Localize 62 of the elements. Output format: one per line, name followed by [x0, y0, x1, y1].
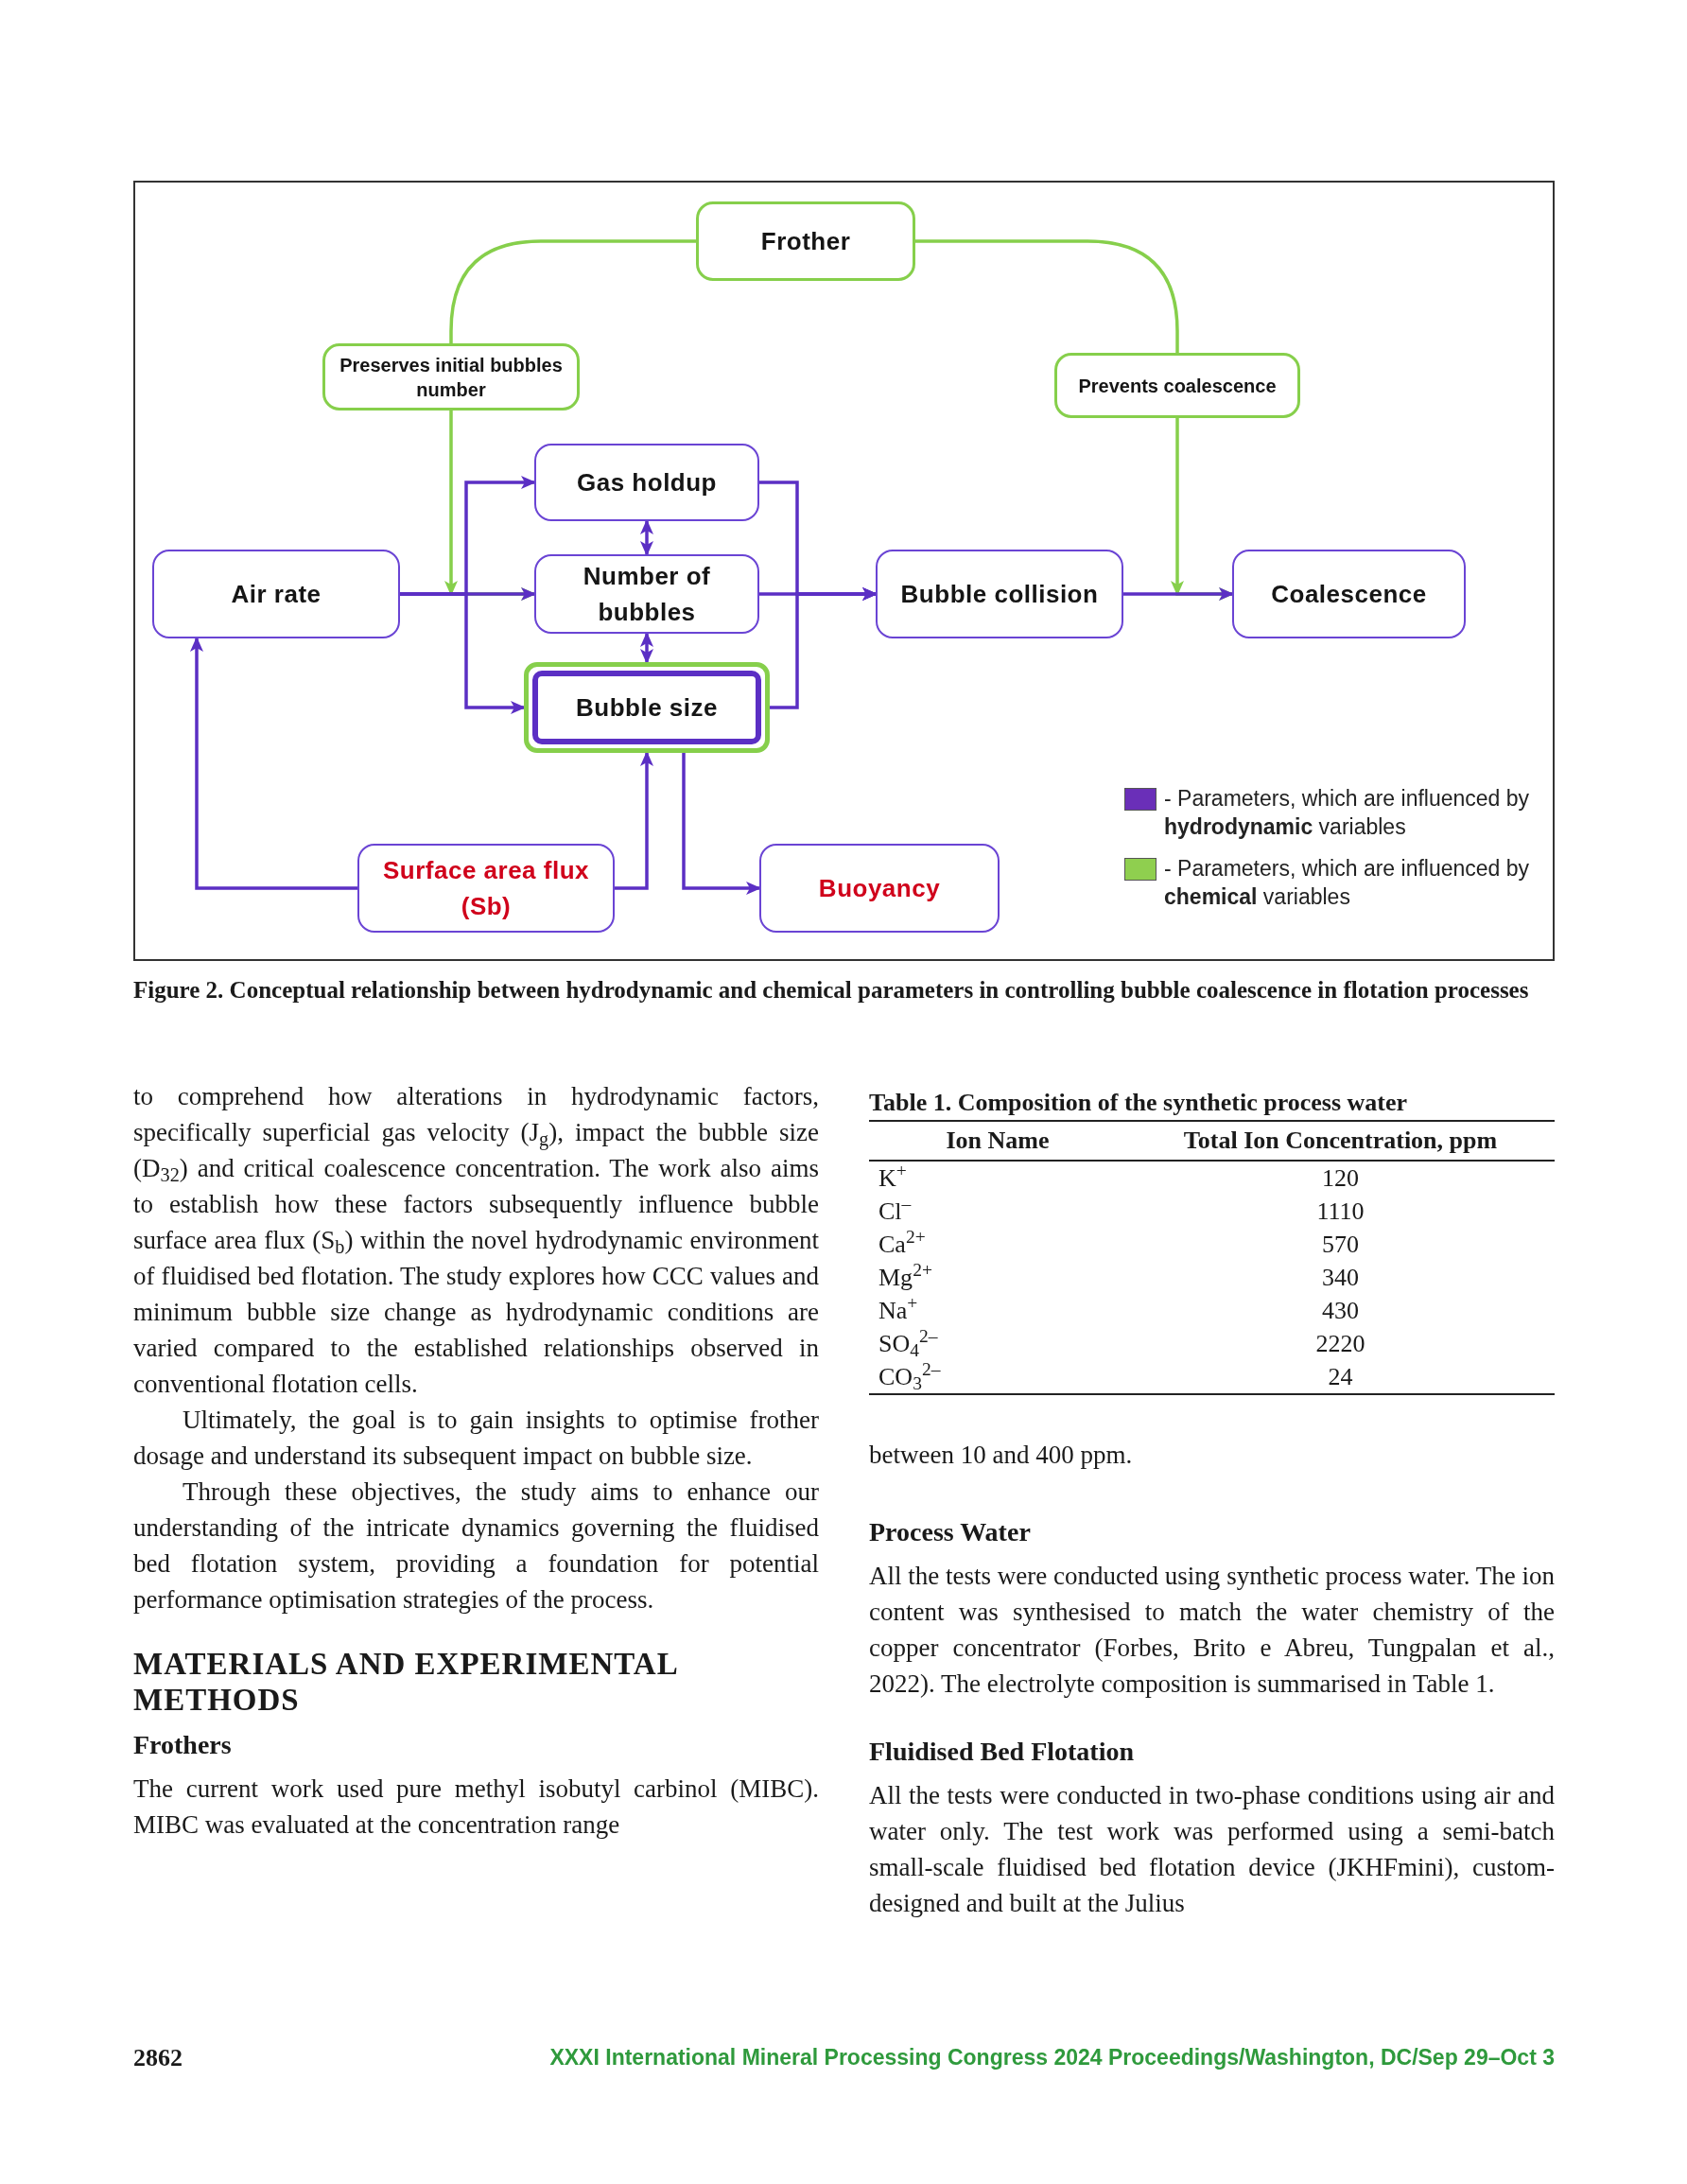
process-box	[534, 444, 759, 521]
ion-name: Mg$^{2+}$	[878, 1261, 933, 1293]
arrow	[190, 637, 357, 890]
node-label: Coalescence	[1270, 579, 1428, 610]
section-heading: MATERIALS AND EXPERIMENTAL METHODS	[133, 1646, 678, 1718]
process-box	[357, 844, 615, 933]
concentration-value: 1110	[1315, 1197, 1365, 1227]
body-paragraph: The current work used pure methyl isobutyl carbinol (MIBC). MIBC was evaluated at the concentration range	[133, 1773, 819, 1841]
node-label: Gas holdup	[576, 467, 718, 498]
subsection-heading: Frothers	[133, 1729, 233, 1761]
process-box	[152, 550, 400, 638]
arrow	[1123, 587, 1234, 601]
legend-text: - Parameters, which are influenced by hydrodynamic variables	[1164, 785, 1531, 841]
process-box	[759, 844, 1000, 933]
node-label: Preserves initial bubbles number	[339, 353, 564, 402]
body-paragraph: All the tests were conducted using synthetic process water. The ion content was synthesised to match the water chemistry of the copper concentrator (Forbes, Brito e Abreu, Tungpalan et al., 2022). The electrolyte composition is summarised in Table 1.	[869, 1561, 1555, 1700]
arrow	[640, 519, 653, 556]
column-header: Total Ion Concentration, ppm	[1126, 1121, 1555, 1161]
ion-name: Na$^{+}$	[878, 1294, 919, 1326]
connector-line	[449, 239, 696, 343]
node-label: Surface area flux (Sb)	[381, 855, 591, 922]
highlighted-box	[524, 662, 770, 753]
subsection-heading: Fluidised Bed Flotation	[869, 1736, 1136, 1768]
subsection-heading: Process Water	[869, 1516, 1032, 1548]
body-paragraph: to comprehend how alterations in hydrodynamic factors, specifically superficial gas velocity (J$_{g}$), impact the bubble size (D$_{32}$) and critical coalescence concentration. The work also aims to establish how these factors subsequently influence bubble surface area flux (S$_{b}$) within the novel hydrodynamic environment of fluidised bed flotation. The study explores how CCC values and minimum bubble size change as hydrodynamic conditions are varied compared to the established relationships observed in conventional flotation cells.	[133, 1081, 819, 1400]
node-label: Buoyancy	[817, 873, 942, 904]
arrow	[682, 753, 761, 895]
concentration-value: 340	[1321, 1263, 1360, 1293]
process-box	[322, 343, 580, 411]
column-header: Ion Name	[869, 1121, 1126, 1161]
process-box	[876, 550, 1123, 638]
node-label: Frother	[759, 226, 852, 257]
node-label: Number of bubbles	[582, 561, 712, 628]
table-title: Table 1. Composition of the synthetic process water	[869, 1088, 1409, 1118]
arrow	[400, 592, 526, 714]
process-box	[534, 554, 759, 634]
node-label: Bubble collision	[899, 579, 1100, 610]
legend-text: - Parameters, which are influenced by chemical variables	[1164, 855, 1531, 911]
body-paragraph: All the tests were conducted in two-phase conditions using air and water only. The test work was performed using a semi-batch small-scale fluidised bed flotation device (JKHFmini), custom-designed and built at the Julius	[869, 1780, 1555, 1919]
process-box	[696, 201, 915, 281]
node-label: Prevents coalescence	[1077, 374, 1278, 398]
running-footer: XXXI International Mineral Processing Congress 2024 Proceedings/Washington, DC/Sep 29–Oct 3	[549, 2041, 1555, 2074]
ion-name: Cl$^{–}$	[878, 1195, 913, 1227]
concentration-value: 24	[1126, 1360, 1555, 1394]
body-paragraph: between 10 and 400 ppm.	[869, 1440, 1134, 1471]
body-paragraph: Ultimately, the goal is to gain insights to optimise frother dosage and understand its subsequent impact on bubble size.	[133, 1405, 819, 1472]
concentration-value: 430	[1321, 1296, 1360, 1326]
process-box	[1232, 550, 1466, 638]
figure-caption: Figure 2. Conceptual relationship between hydrodynamic and chemical parameters in controlling bubble coalescence in flotation processes	[133, 976, 1530, 1005]
page-number: 2862	[133, 2043, 183, 2073]
concentration-value: 120	[1126, 1161, 1555, 1195]
node-label: Air rate	[230, 579, 322, 610]
connector-line	[915, 239, 1179, 353]
arrow	[640, 632, 653, 664]
body-paragraph: Through these objectives, the study aims to enhance our understanding of the intricate dynamics governing the fluidised bed flotation system, providing a foundation for potential performance optimisation strategies of the process.	[133, 1476, 819, 1616]
arrow	[615, 751, 653, 890]
node-label: Bubble size	[575, 692, 719, 724]
ion-name: K$^{+}$	[869, 1161, 1126, 1195]
process-box	[1054, 353, 1300, 418]
concentration-value: 570	[1321, 1230, 1360, 1260]
concentration-value: 2220	[1314, 1329, 1366, 1359]
ion-name: Ca$^{2+}$	[878, 1228, 927, 1260]
